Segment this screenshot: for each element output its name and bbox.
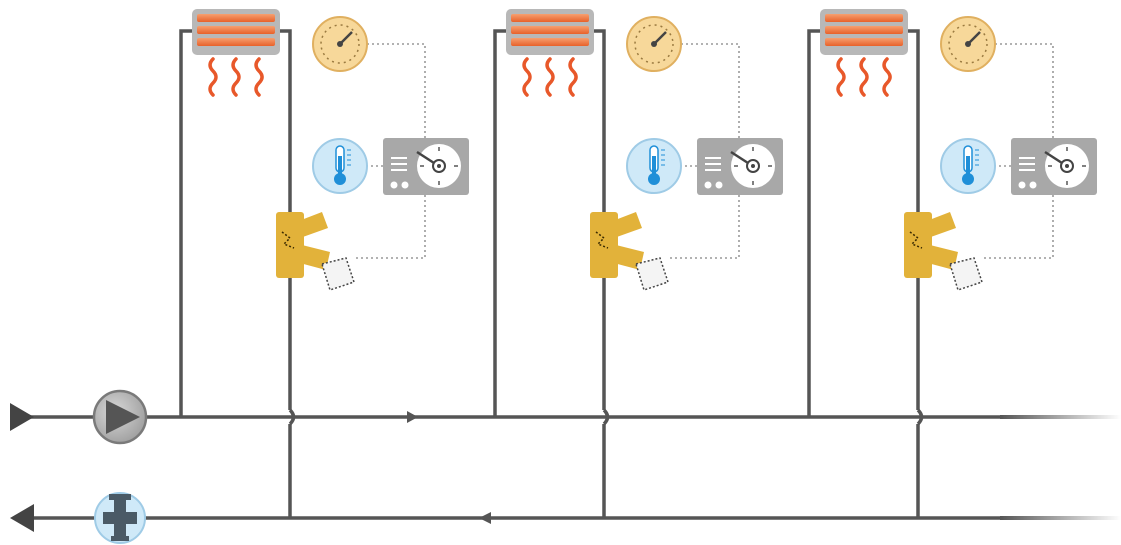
return-flow-arrow-icon xyxy=(479,512,491,524)
zone-1 xyxy=(179,9,469,518)
thermometer-icon xyxy=(940,138,996,194)
actuated-valve-icon xyxy=(276,212,355,291)
balancing-valve-icon xyxy=(94,492,146,544)
controller-icon xyxy=(1011,138,1097,195)
return-line xyxy=(20,516,1121,520)
thermometer-icon xyxy=(626,138,682,194)
actuated-valve-icon xyxy=(904,212,983,291)
circulation-pump-icon xyxy=(92,389,148,445)
zone-3 xyxy=(807,9,1097,518)
controller-icon xyxy=(697,138,783,195)
radiator-icon xyxy=(820,9,908,55)
zone-2 xyxy=(493,9,783,518)
thermometer-icon xyxy=(312,138,368,194)
supply-line xyxy=(20,415,1121,419)
pressure-gauge-icon xyxy=(940,16,996,72)
signal-lines xyxy=(669,43,740,259)
signal-lines xyxy=(983,43,1054,259)
supply-flow-arrow-icon xyxy=(407,411,418,423)
heat-waves-icon xyxy=(522,57,578,97)
pressure-gauge-icon xyxy=(312,16,368,72)
heat-waves-icon xyxy=(836,57,892,97)
actuated-valve-icon xyxy=(590,212,669,291)
heat-waves-icon xyxy=(208,57,264,97)
radiator-icon xyxy=(192,9,280,55)
radiator-icon xyxy=(506,9,594,55)
controller-icon xyxy=(383,138,469,195)
inlet-arrow-icon xyxy=(10,403,34,431)
pressure-gauge-icon xyxy=(626,16,682,72)
outlet-arrow-icon xyxy=(10,504,34,532)
signal-lines xyxy=(355,43,426,259)
